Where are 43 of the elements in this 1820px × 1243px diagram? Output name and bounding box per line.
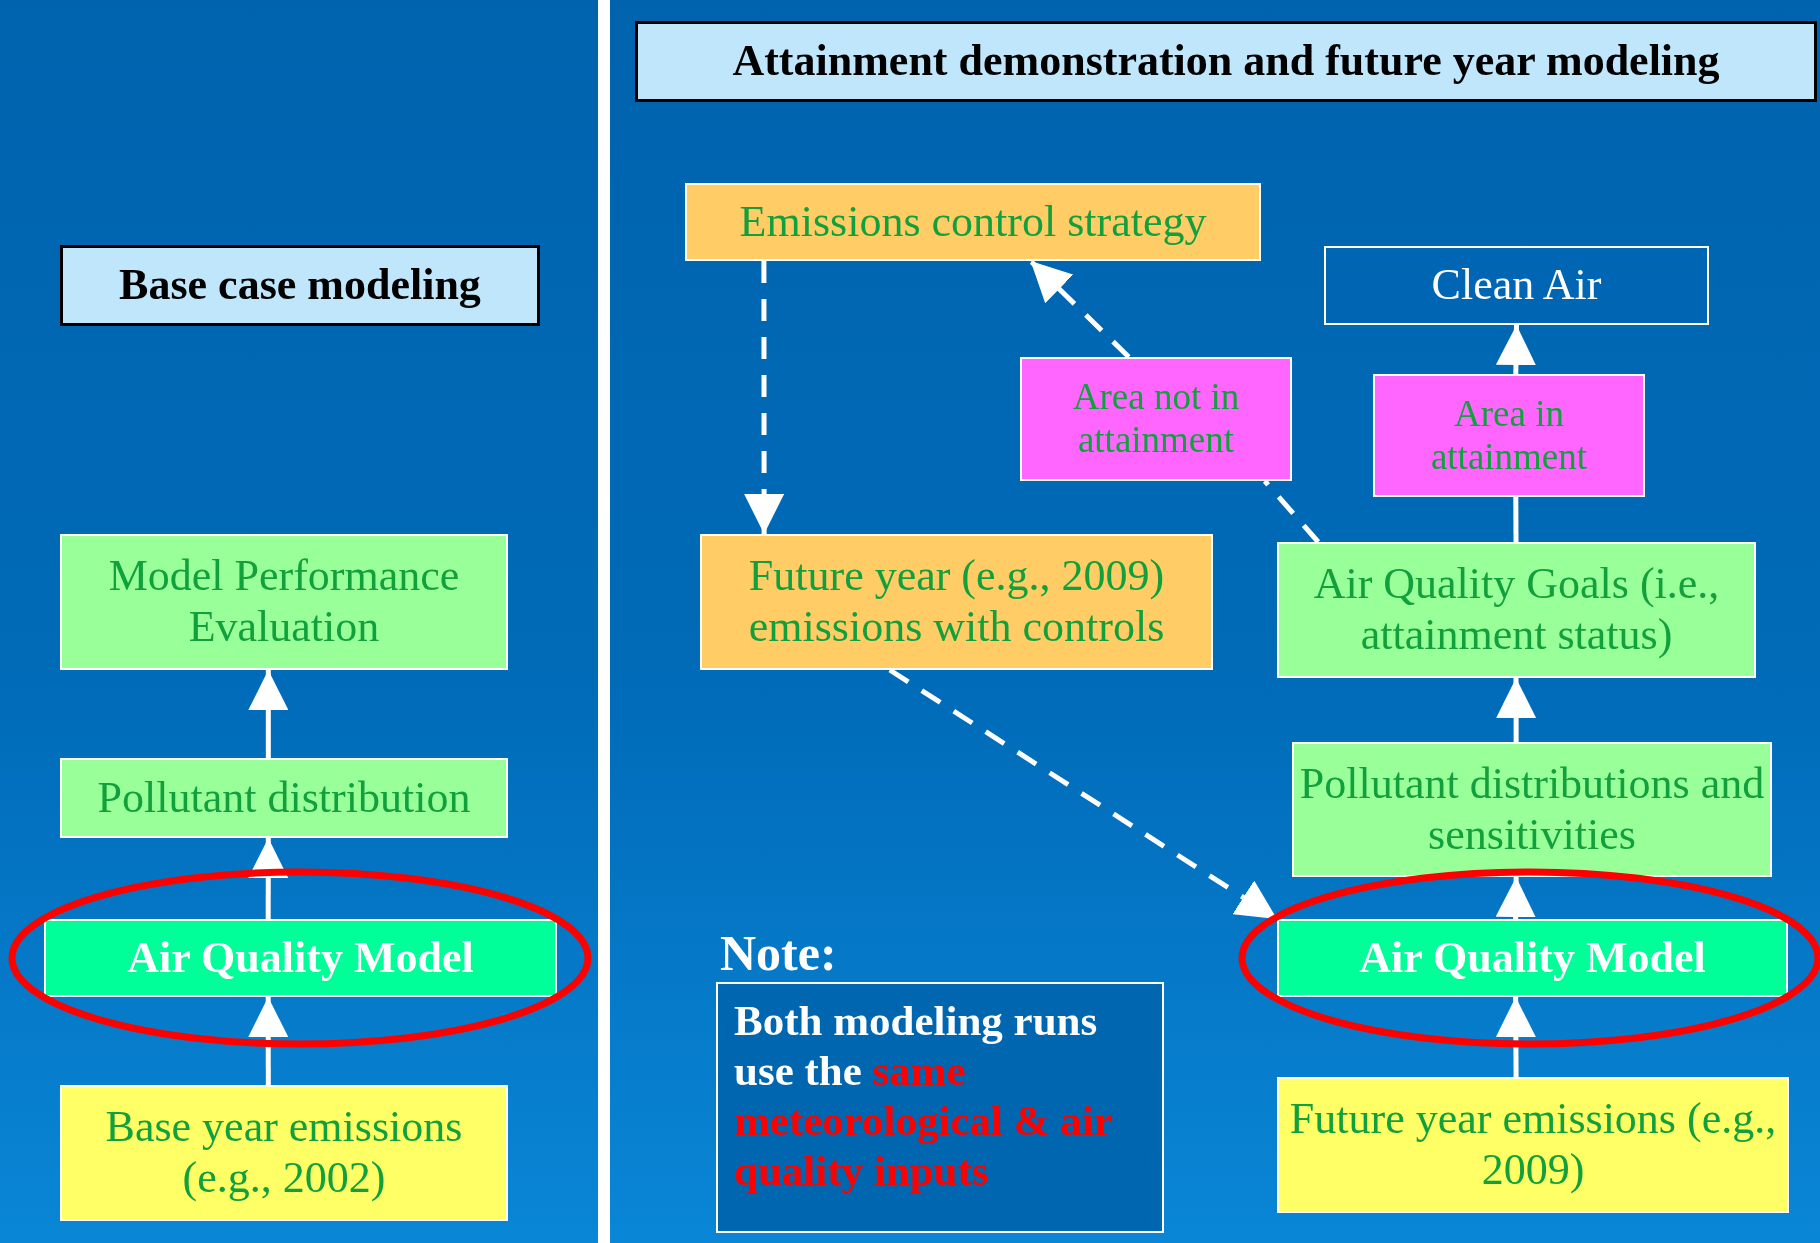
arrow	[248, 997, 289, 1085]
box-label: Area in attainment	[1429, 392, 1589, 479]
input-box	[60, 1085, 508, 1221]
box-label: Air Quality Model	[127, 932, 474, 984]
arrow	[1495, 876, 1536, 920]
box-label: Clean Air	[1431, 260, 1602, 311]
box-label: Base year emissions (e.g., 2002)	[104, 1102, 464, 1204]
box-label: Attainment demonstration and future year modeling	[732, 36, 1720, 87]
box-label: Air Quality Model	[1359, 932, 1706, 984]
box-label: Future year emissions (e.g., 2009)	[1288, 1094, 1778, 1196]
note-heading: Note:	[720, 928, 837, 978]
dashed-arrow	[1028, 259, 1131, 359]
note-text: Both modeling runs use the same meteorological & air quality inputs	[716, 982, 1164, 1233]
model-box	[1277, 919, 1788, 997]
connector-line	[1513, 497, 1519, 542]
box-label: Model Performance Evaluation	[107, 551, 461, 653]
arrow	[1495, 997, 1536, 1077]
section-header	[635, 21, 1817, 102]
process-box	[1292, 742, 1772, 877]
arrow	[1496, 678, 1537, 742]
arrow	[1495, 324, 1536, 375]
strategy-box	[700, 534, 1213, 670]
box-label: Future year (e.g., 2009) emissions with controls	[747, 551, 1166, 653]
box-label: Area not in attainment	[1071, 376, 1241, 462]
strategy-box	[685, 183, 1261, 261]
input-box	[1277, 1077, 1789, 1213]
arrow	[248, 670, 289, 758]
process-box	[1277, 542, 1756, 678]
process-box	[60, 534, 508, 670]
box-label: Pollutant distribution	[97, 772, 471, 824]
box-label: Emissions control strategy	[739, 196, 1207, 248]
box-label: Base case modeling	[119, 260, 481, 311]
dashed-line	[1262, 479, 1321, 544]
model-box	[44, 919, 557, 997]
dashed-arrow	[744, 261, 785, 534]
box-label: Pollutant distributions and sensitivities	[1298, 758, 1766, 861]
arrow	[248, 838, 289, 919]
box-label: Air Quality Goals (i.e., attainment status)	[1312, 559, 1721, 661]
condition-box	[1373, 374, 1645, 497]
section-header	[60, 245, 540, 326]
outcome-box	[1324, 246, 1709, 325]
process-box	[60, 758, 508, 838]
condition-box	[1020, 357, 1292, 481]
